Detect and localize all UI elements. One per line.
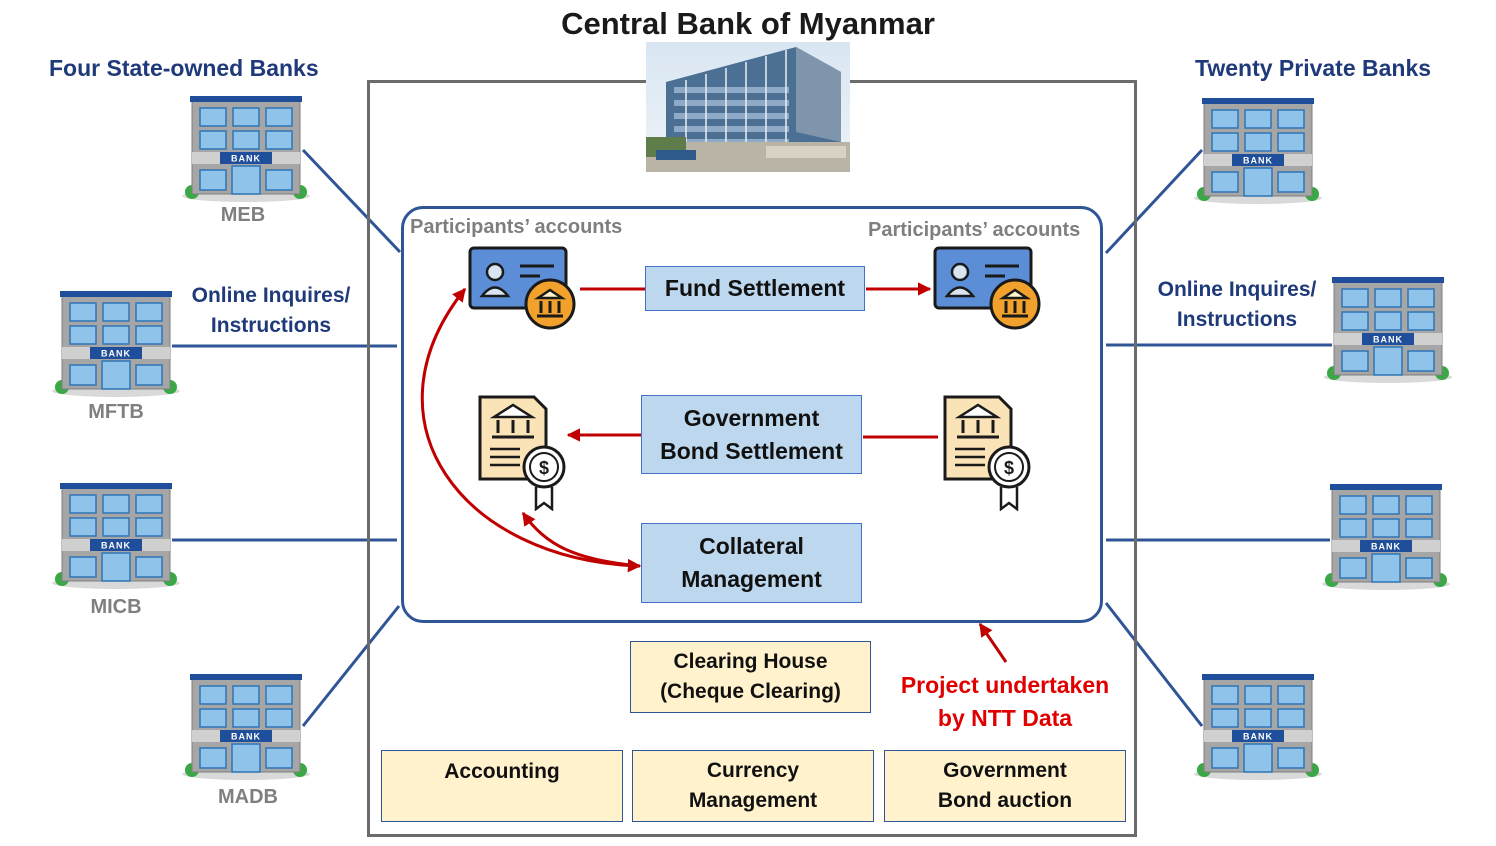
bank-building-icon-private-1: BANK [1192, 98, 1324, 211]
fund-settlement-box: Fund Settlement [645, 266, 865, 311]
collateral-to-accounts-arrow [420, 287, 642, 573]
online-instructions-label-right: Online Inquires/ Instructions [1157, 278, 1317, 331]
bank-building-icon-meb: BANK [180, 96, 312, 209]
collateral-to-bond-arrow [521, 511, 641, 568]
gov-bond-auction-box: Government Bond auction [884, 750, 1126, 822]
bank-building-icon-private-4: BANK [1192, 674, 1324, 787]
bank-label-mftb: MFTB [88, 401, 144, 423]
bank-sign-text: BANK [231, 732, 261, 742]
meb-link-line [301, 148, 402, 254]
clearing-house-box: Clearing House (Cheque Clearing) [630, 641, 871, 713]
ntt-pointer-arrow [978, 622, 1008, 663]
bond-certificate-icon-right: $ [939, 393, 1035, 516]
bank-building-icon-private-3: BANK [1320, 484, 1452, 597]
account-card-icon-right [933, 246, 1045, 337]
rtgs-system-frame [401, 206, 1103, 623]
bank-sign-text: BANK [1371, 542, 1401, 552]
bank-building-icon-madb: BANK [180, 674, 312, 787]
participants-accounts-label-right: Participants’ accounts [868, 219, 1081, 241]
participants-accounts-label-left: Participants’ accounts [410, 216, 623, 238]
online-instructions-label-left: Online Inquires/ Instructions [191, 284, 351, 337]
private-bank-1-link-line [1104, 148, 1204, 255]
accounting-box: Accounting [381, 750, 623, 822]
bank-sign-text: BANK [101, 541, 131, 551]
bank-building-icon-mftb: BANK [50, 291, 182, 404]
bank-label-madb: MADB [218, 786, 278, 808]
bank-building-icon-private-2: BANK [1322, 277, 1454, 390]
bond-certificate-icon-left: $ [474, 393, 570, 516]
private-banks-title: Twenty Private Banks [1195, 55, 1432, 81]
bank-label-micb: MICB [90, 596, 142, 618]
bank-label-meb: MEB [220, 204, 266, 226]
bank-sign-text: BANK [1243, 732, 1273, 742]
bank-building-icon-micb: BANK [50, 483, 182, 596]
account-card-icon-left [468, 246, 580, 337]
cbm-building-photo [646, 42, 850, 172]
svg-text:$: $ [1004, 458, 1014, 478]
bank-sign-text: BANK [231, 154, 261, 164]
svg-text:$: $ [539, 458, 549, 478]
private-bank-4-link-line [1104, 602, 1204, 727]
bank-sign-text: BANK [1243, 156, 1273, 166]
currency-management-box: Currency Management [632, 750, 874, 822]
ntt-project-label: Project undertaken by NTT Data [900, 672, 1110, 731]
state-banks-title: Four State-owned Banks [49, 55, 319, 81]
page-title: Central Bank of Myanmar [561, 6, 935, 41]
madb-link-line [301, 605, 401, 727]
bank-sign-text: BANK [101, 349, 131, 359]
collateral-management-box: Collateral Management [641, 523, 862, 603]
gov-bond-settlement-box: Government Bond Settlement [641, 395, 862, 474]
bank-sign-text: BANK [1373, 335, 1403, 345]
